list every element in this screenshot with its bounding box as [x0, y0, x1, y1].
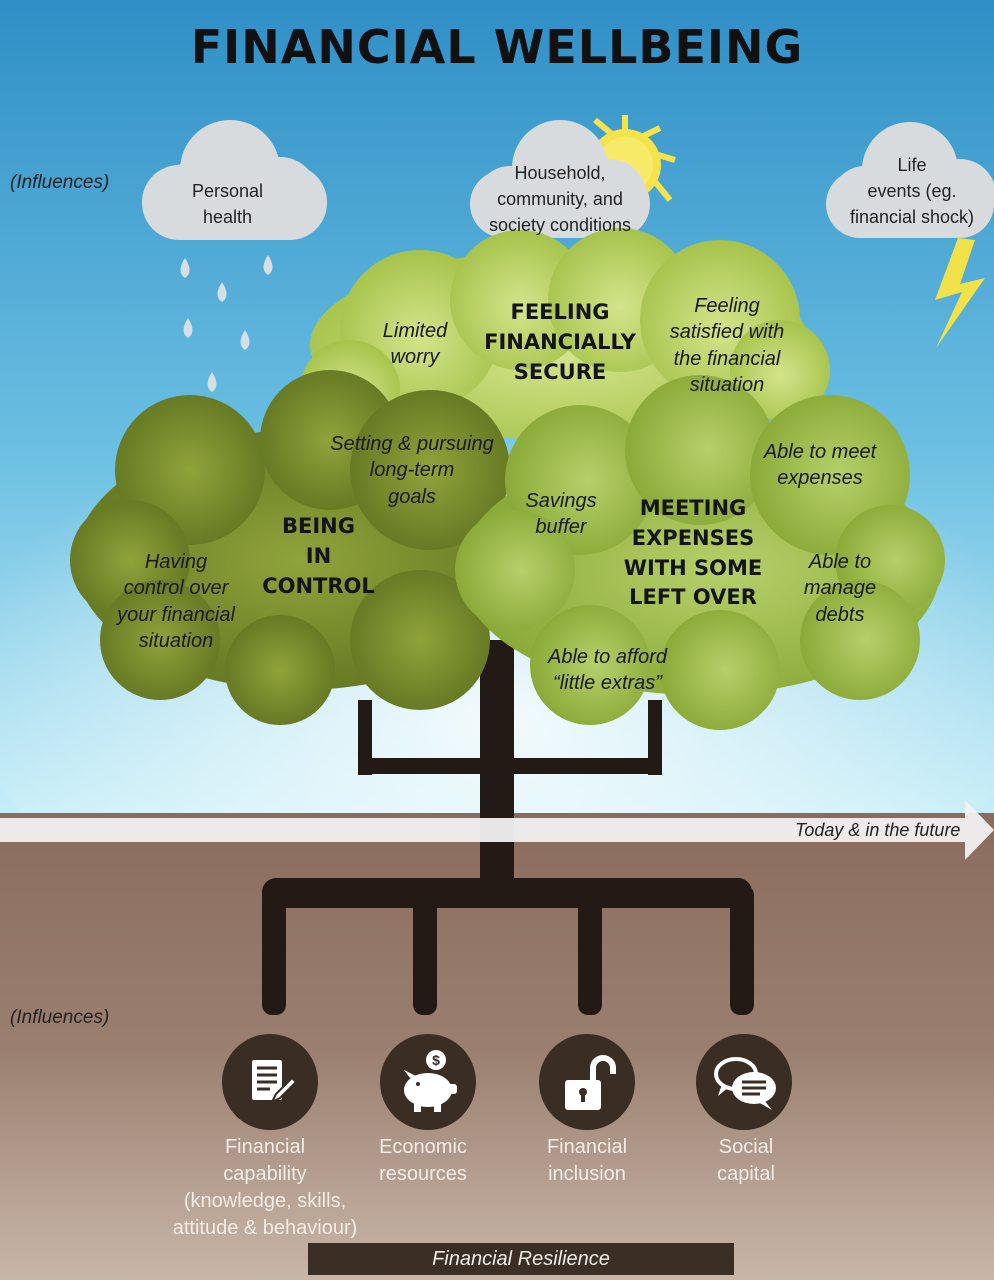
leaf-cluster-control [70, 370, 525, 725]
root-financial-inclusion-label: Financial inclusion [546, 1136, 628, 1185]
little-extras-text: Able to afford “little extras” [548, 646, 667, 695]
cloud-household-label: Household, community, and society condit… [488, 163, 632, 236]
page-title: FINANCIAL WELLBEING [190, 20, 804, 74]
lightning-bolt-icon [935, 238, 985, 348]
cloud-personal-health-icon [142, 120, 327, 240]
having-control-text: Having control over your financial situa… [117, 551, 235, 653]
financial-resilience-band: Financial Resilience [308, 1243, 734, 1275]
piggy-bank-icon: $ [380, 1034, 476, 1130]
cloud-life-events-label: Life events (eg. financial shock) [849, 155, 975, 228]
root-social-capital-label: Social capital [717, 1136, 775, 1185]
influences-top-label: (Influences) [10, 172, 110, 193]
root-economic-resources-label: Economic resources [379, 1136, 467, 1185]
feeling-satisfied-text: Feeling satisfied with the financial sit… [669, 295, 785, 397]
cloud-personal-health-label: Personal health [191, 181, 264, 228]
tree-trunk [262, 640, 754, 1015]
secure-heading: FEELING FINANCIALLY SECURE [484, 300, 636, 384]
timeline-label: Today & in the future [795, 820, 961, 840]
limited-worry-text: Limited worry [382, 320, 448, 369]
savings-buffer-text: Savings buffer [525, 490, 597, 539]
open-padlock-icon [539, 1034, 635, 1130]
leaf-cluster-expenses [455, 375, 945, 730]
root-financial-capability-label: Financial capability (knowledge, skills,… [172, 1136, 358, 1239]
document-pen-icon [222, 1034, 318, 1130]
svg-text:$: $ [432, 1052, 440, 1068]
cloud-life-events-icon [826, 122, 994, 238]
timeline-arrow [0, 800, 994, 860]
able-to-manage-debts-text: Able to manage debts [803, 551, 877, 626]
long-term-goals-text: Setting & pursuing long-term goals [330, 433, 494, 508]
speech-bubbles-icon [696, 1034, 792, 1130]
expenses-heading: MEETING EXPENSES WITH SOME LEFT OVER [623, 496, 763, 610]
rain-drops-icon [180, 255, 273, 392]
influences-bottom-label: (Influences) [10, 1007, 110, 1028]
cloud-household-icon [470, 120, 650, 238]
control-heading: BEING IN CONTROL [262, 514, 375, 598]
able-to-meet-expenses-text: Able to meet expenses [763, 441, 877, 490]
